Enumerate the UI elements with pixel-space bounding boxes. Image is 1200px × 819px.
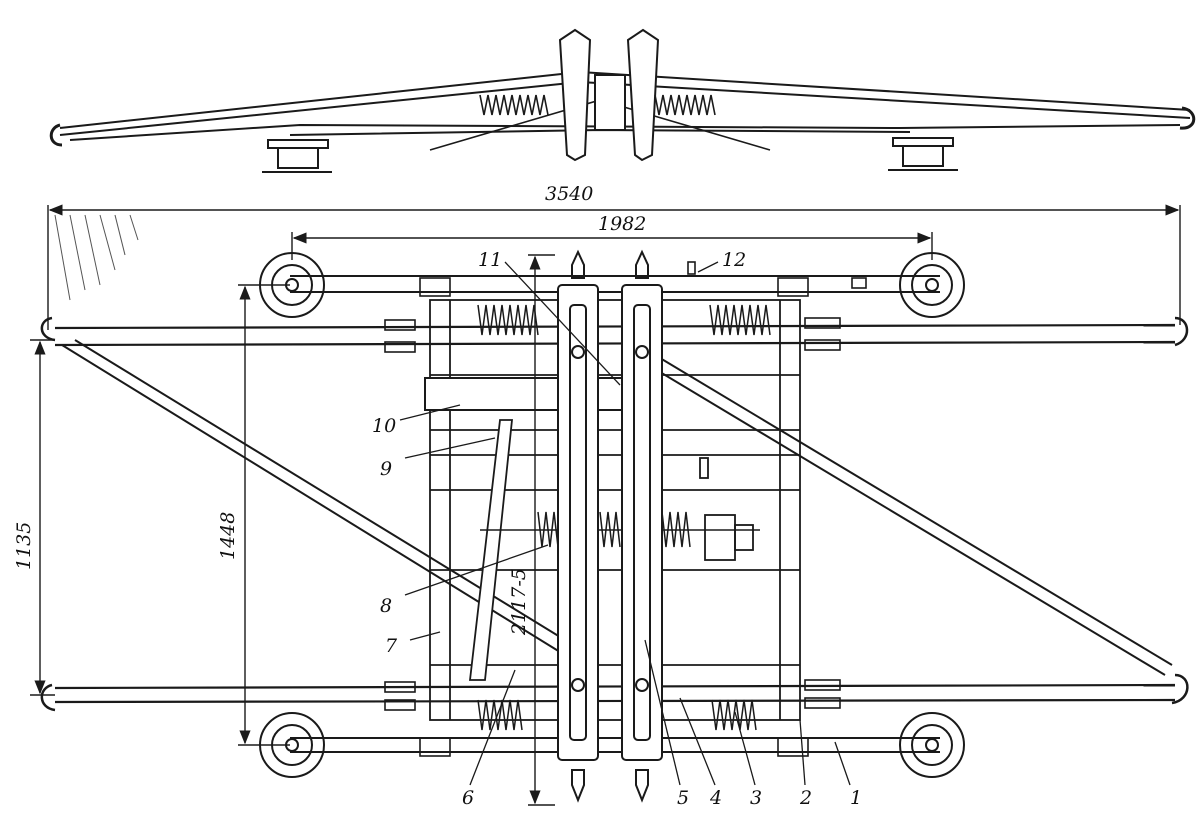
callout-11: 11	[478, 249, 502, 271]
side-spring-right	[654, 94, 716, 116]
callout-9: 9	[380, 458, 392, 480]
crossbar	[424, 377, 636, 411]
dim-vertical-ref: 2117-5	[508, 568, 530, 636]
side-spring-left	[479, 94, 549, 116]
wheel-bottom-right	[899, 712, 965, 778]
contact-shoe-right	[621, 249, 663, 803]
dim-overall-width: 3540	[545, 183, 593, 205]
callout-10: 10	[372, 415, 396, 437]
callout-3: 3	[750, 787, 762, 809]
axle-bars	[290, 275, 940, 753]
dim-track-width: 1448	[217, 512, 239, 560]
contact-shoe-left	[557, 249, 599, 803]
dimension-lines	[30, 204, 1181, 806]
dim-rail-spacing: 1135	[13, 522, 35, 570]
side-wheel-right	[888, 137, 958, 171]
diagonal-braces	[61, 339, 1173, 676]
callout-7: 7	[385, 635, 398, 657]
callout-5: 5	[677, 787, 689, 809]
dim-wheelbase: 1982	[598, 213, 646, 235]
side-view	[49, 28, 1196, 173]
callout-8: 8	[380, 595, 392, 617]
callout-leaders	[399, 261, 851, 786]
rail-end-hooks	[40, 316, 1189, 712]
callout-2: 2	[799, 787, 812, 809]
plan-springs	[477, 304, 771, 731]
hatched-end	[54, 214, 139, 301]
callout-4: 4	[709, 787, 722, 809]
callout-6: 6	[462, 787, 474, 809]
mechanism-block	[699, 457, 754, 561]
lever	[468, 419, 513, 681]
rail-clamps	[384, 261, 867, 757]
callout-12: 12	[722, 249, 746, 271]
side-wheel-left	[262, 139, 332, 173]
callout-1: 1	[850, 787, 862, 809]
plan-view	[40, 214, 1189, 803]
wheel-top-right	[899, 252, 965, 318]
